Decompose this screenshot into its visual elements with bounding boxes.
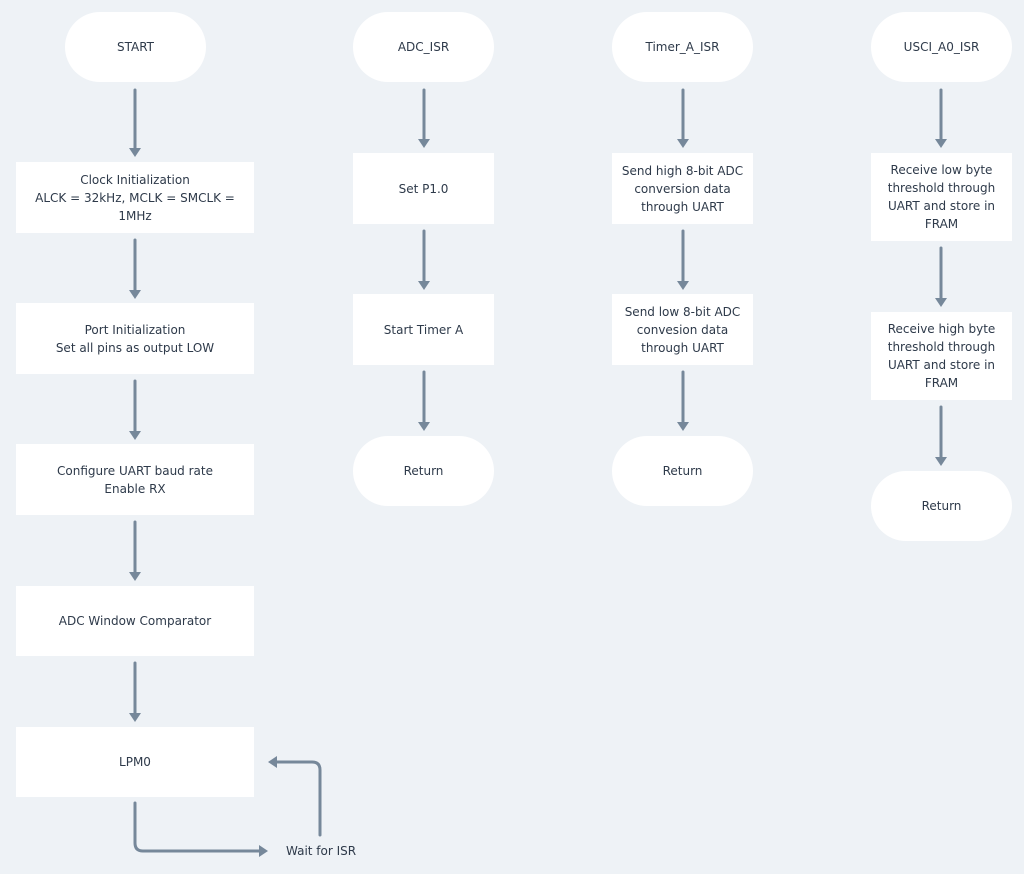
lpm0-label: LPM0: [119, 755, 151, 769]
start-label: START: [116, 40, 155, 54]
adc-isr-return-label: Return: [403, 464, 444, 478]
adc-isr-title: ADC_ISR: [397, 40, 450, 54]
arrowhead: [268, 756, 277, 768]
timer-isr-terminal: Timer_A_ISR: [612, 12, 753, 82]
arrowhead: [935, 298, 947, 307]
start-timer-box: Start Timer A: [353, 294, 494, 365]
arrow-lpm0-to-wait: [133, 801, 261, 853]
clock-init-label: Clock Initialization ALCK = 32kHz, MCLK …: [35, 172, 235, 223]
arrow-wait-to-lpm0: [275, 760, 322, 837]
port-init-box: Port Initialization Set all pins as outp…: [16, 303, 254, 374]
arrowhead: [129, 713, 141, 722]
timer-isr-title: Timer_A_ISR: [645, 40, 720, 54]
wait-isr-label: Wait for ISR: [286, 844, 357, 858]
lpm0-box: LPM0: [16, 727, 254, 797]
arrowhead: [677, 281, 689, 290]
arrowhead: [129, 431, 141, 440]
arrowhead: [677, 422, 689, 431]
adc-isr-terminal: ADC_ISR: [353, 12, 494, 82]
arrowhead: [418, 139, 430, 148]
port-init-label: Port Initialization Set all pins as outp…: [55, 322, 215, 355]
adc-isr-return-terminal: Return: [353, 436, 494, 506]
arrowhead: [129, 290, 141, 299]
adc-window-box: ADC Window Comparator: [16, 586, 254, 656]
adc-window-label: ADC Window Comparator: [58, 614, 212, 628]
arrowhead: [129, 148, 141, 157]
clock-init-box: Clock Initialization ALCK = 32kHz, MCLK …: [16, 162, 254, 233]
arrowhead: [935, 139, 947, 148]
send-low-label: Send low 8-bit ADC convesion data throug…: [624, 304, 741, 355]
timer-isr-return-label: Return: [662, 464, 703, 478]
start-terminal: START: [65, 12, 206, 82]
arrowhead: [418, 422, 430, 431]
recv-high-label: Receive high byte threshold through UART…: [887, 322, 996, 390]
arrowhead: [677, 139, 689, 148]
usci-isr-title: USCI_A0_ISR: [903, 40, 980, 54]
usci-isr-terminal: USCI_A0_ISR: [871, 12, 1012, 82]
set-p1-box: Set P1.0: [353, 153, 494, 224]
arrowhead: [418, 281, 430, 290]
usci-isr-return-label: Return: [921, 499, 962, 513]
start-timer-label: Start Timer A: [383, 322, 464, 337]
recv-low-box: Receive low byte threshold through UART …: [871, 153, 1012, 241]
send-high-box: Send high 8-bit ADC conversion data thro…: [612, 153, 753, 224]
arrowhead: [129, 572, 141, 581]
arrowhead: [935, 457, 947, 466]
uart-config-box: Configure UART baud rate Enable RX: [16, 444, 254, 515]
uart-config-label: Configure UART baud rate Enable RX: [57, 463, 213, 496]
timer-isr-return-terminal: Return: [612, 436, 753, 506]
recv-low-label: Receive low byte threshold through UART …: [887, 163, 996, 231]
recv-high-box: Receive high byte threshold through UART…: [871, 312, 1012, 400]
arrowhead: [259, 845, 268, 857]
set-p1-label: Set P1.0: [398, 181, 449, 196]
usci-isr-return-terminal: Return: [871, 471, 1012, 541]
send-high-label: Send high 8-bit ADC conversion data thro…: [621, 163, 744, 214]
send-low-box: Send low 8-bit ADC convesion data throug…: [612, 294, 753, 365]
